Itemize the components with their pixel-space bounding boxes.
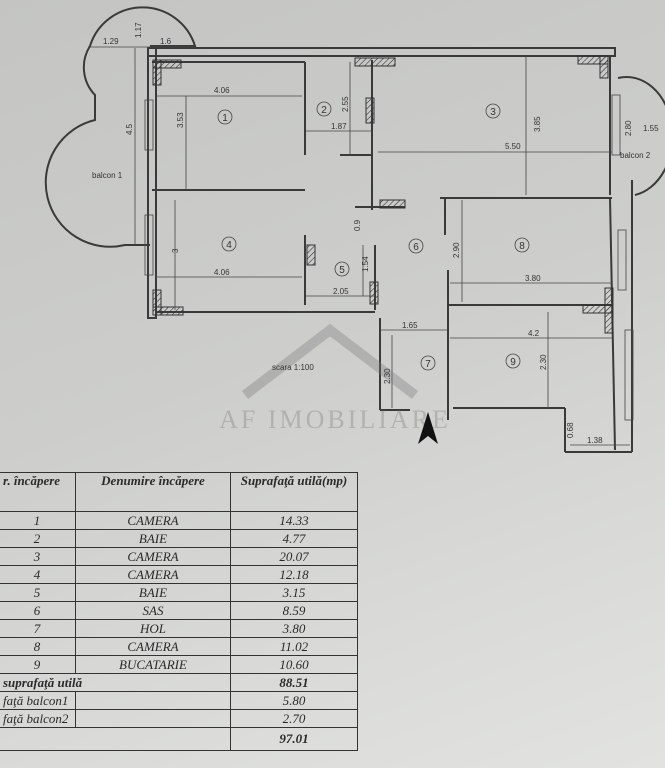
cell: SAS <box>75 601 231 620</box>
dim-label: 1.87 <box>331 122 347 131</box>
dim-label: 2.90 <box>452 242 461 258</box>
rooms-table: r. încăpere Denumire încăpere Suprafaţă … <box>0 472 358 751</box>
dim-label: 4.06 <box>214 86 230 95</box>
room-number: 2 <box>321 105 327 116</box>
dim-label: 2.80 <box>624 120 633 136</box>
dimension-labels: 1.17 1.29 1.6 4.06 3.53 4.5 2.55 1.87 3.… <box>103 22 659 445</box>
cell: 10.60 <box>230 655 358 674</box>
cell: 2 <box>0 529 76 548</box>
dim-label: 3 <box>171 248 180 253</box>
cell: 8.59 <box>230 601 358 620</box>
walls <box>144 47 634 453</box>
header-room-number: r. încăpere <box>0 472 76 512</box>
balcony1-label: faţă balcon1 <box>0 691 76 710</box>
cell: 3.80 <box>230 619 358 638</box>
room-number: 8 <box>519 241 525 252</box>
dim-label: 3.80 <box>525 274 541 283</box>
room-number: 9 <box>510 357 516 368</box>
room-number: 4 <box>226 240 232 251</box>
dim-label: 1.17 <box>134 22 143 38</box>
balcony2-label: faţă balcon2 <box>0 709 76 728</box>
dim-label: 1.38 <box>587 436 603 445</box>
dim-label: 4.5 <box>125 123 134 135</box>
dim-label: 1.29 <box>103 37 119 46</box>
dim-label: 4.2 <box>528 329 540 338</box>
grand-total-value: 97.01 <box>230 727 358 751</box>
total-useful-value: 88.51 <box>230 673 358 692</box>
cell: 4 <box>0 565 76 584</box>
cell: CAMERA <box>75 511 231 530</box>
scale-label: scara 1:100 <box>272 363 314 372</box>
cell: 1 <box>0 511 76 530</box>
total-useful-label: suprafaţă utilă <box>0 673 231 692</box>
cell: CAMERA <box>75 547 231 566</box>
cell: 14.33 <box>230 511 358 530</box>
room-number: 6 <box>413 242 419 253</box>
dim-label: 2.30 <box>383 368 392 384</box>
dim-label: 1.6 <box>160 37 172 46</box>
cell: 12.18 <box>230 565 358 584</box>
dim-label: 5.50 <box>505 142 521 151</box>
cell: 8 <box>0 637 76 656</box>
grand-total-row: 97.01 <box>0 727 358 751</box>
dim-label: 2.55 <box>341 96 350 112</box>
dim-label: 2.30 <box>539 354 548 370</box>
balcony2-row: faţă balcon2 2.70 <box>0 709 358 728</box>
dim-label: 4.06 <box>214 268 230 277</box>
cell: BAIE <box>75 583 231 602</box>
balcony-1 <box>44 6 197 248</box>
dim-label: 1.65 <box>402 321 418 330</box>
cell: HOL <box>75 619 231 638</box>
header-room-name: Denumire încăpere <box>75 472 231 512</box>
balcony-2 <box>617 76 665 196</box>
balcony1-value: 5.80 <box>230 691 358 710</box>
dim-label: 0.68 <box>566 422 575 438</box>
watermark-logo: AF IMOBILIARE <box>219 323 451 434</box>
room-numbers: 1 2 3 4 5 6 7 8 9 <box>217 101 530 371</box>
balcony-2-label: balcon 2 <box>620 151 651 160</box>
room-number: 1 <box>222 113 228 124</box>
balcony-1-label: balcon 1 <box>92 171 123 180</box>
dimension-lines <box>88 46 630 446</box>
room-number: 5 <box>339 265 345 276</box>
cell: 20.07 <box>230 547 358 566</box>
cell: 3.15 <box>230 583 358 602</box>
cell: BUCATARIE <box>75 655 231 674</box>
cell: 4.77 <box>230 529 358 548</box>
cell: 5 <box>0 583 76 602</box>
header-area: Suprafaţă utilă(mp) <box>230 472 358 512</box>
dim-label: 1.54 <box>361 256 370 272</box>
dim-label: 2.05 <box>333 287 349 296</box>
svg-text:AF IMOBILIARE: AF IMOBILIARE <box>219 405 451 434</box>
balcony1-row: faţă balcon1 5.80 <box>0 691 358 710</box>
room-number: 3 <box>490 107 496 118</box>
table-header: r. încăpere Denumire încăpere Suprafaţă … <box>0 472 358 512</box>
dim-label: 0.9 <box>353 219 362 231</box>
cell: 11.02 <box>230 637 358 656</box>
dim-label: 1.55 <box>643 124 659 133</box>
dim-label: 3.53 <box>176 112 185 128</box>
cell: CAMERA <box>75 565 231 584</box>
room-number: 7 <box>425 359 431 370</box>
north-arrow-icon <box>418 412 438 444</box>
cell: 7 <box>0 619 76 638</box>
cell: BAIE <box>75 529 231 548</box>
dim-label: 3.85 <box>533 116 542 132</box>
balcony2-value: 2.70 <box>230 709 358 728</box>
cell: 3 <box>0 547 76 566</box>
cell: 6 <box>0 601 76 620</box>
cell: CAMERA <box>75 637 231 656</box>
cell: 9 <box>0 655 76 674</box>
